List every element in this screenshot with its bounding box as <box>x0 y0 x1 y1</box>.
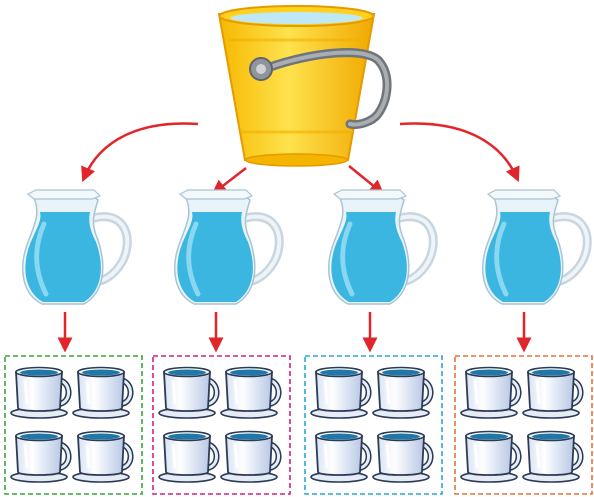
arrow <box>81 122 199 183</box>
arrow <box>399 122 520 183</box>
cup-group-border <box>152 355 291 495</box>
cup-icon <box>310 366 372 419</box>
cup-icon <box>522 366 584 419</box>
cup-icon <box>460 366 522 419</box>
cup-icon <box>158 366 220 419</box>
arrow <box>348 165 385 195</box>
arrow <box>211 167 247 195</box>
cup-group-border <box>454 355 593 495</box>
pitcher-icon <box>327 189 438 305</box>
cup-icon <box>220 430 282 483</box>
cup-icon <box>522 430 584 483</box>
arrows-pitchers-to-cups <box>57 312 532 353</box>
cup-icon <box>10 430 72 483</box>
cup-icon <box>372 430 434 483</box>
cup-icon <box>220 366 282 419</box>
cup-icon <box>372 366 434 419</box>
cup-icon <box>460 430 522 483</box>
cup-group <box>4 355 143 495</box>
cup-icon <box>10 366 72 419</box>
cup-icon <box>72 366 134 419</box>
cup-icon <box>310 430 372 483</box>
cup-group <box>304 355 443 495</box>
cup-icon <box>158 430 220 483</box>
cup-group-border <box>304 355 443 495</box>
pitchers <box>21 189 592 305</box>
cup-group <box>152 355 291 495</box>
cup-groups <box>4 355 593 495</box>
pitcher-icon <box>481 189 592 305</box>
bucket-icon <box>217 5 392 167</box>
cup-group-border <box>4 355 143 495</box>
cup-group <box>454 355 593 495</box>
pitcher-icon <box>173 189 284 305</box>
arrows-bucket-to-pitchers <box>81 122 520 195</box>
cup-icon <box>72 430 134 483</box>
pitcher-icon <box>21 189 132 305</box>
